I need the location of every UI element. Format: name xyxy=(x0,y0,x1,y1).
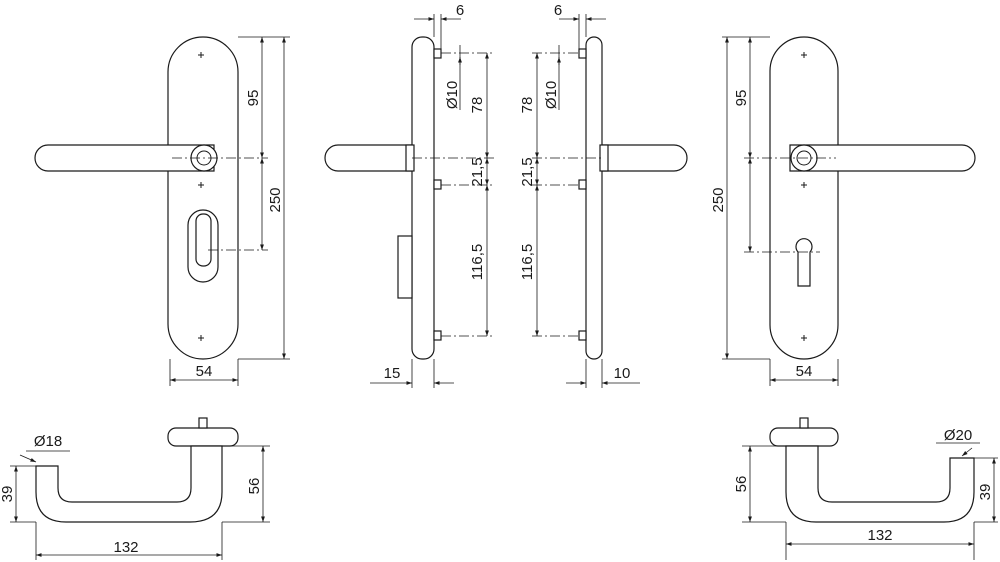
dim-height: 56 xyxy=(733,476,750,493)
dim-thick: 10 xyxy=(614,365,631,382)
dim-thick: 15 xyxy=(384,365,401,382)
rose-top xyxy=(167,427,239,447)
lever-handle xyxy=(34,144,215,172)
dim-top: 6 xyxy=(554,2,562,19)
dim-height: 56 xyxy=(246,478,263,495)
dim-a: 78 xyxy=(519,97,536,114)
lever-u-shape xyxy=(785,445,975,523)
front-view-left: 54 95 250 xyxy=(34,36,290,386)
lock-box xyxy=(397,235,413,299)
dim-upper: 95 xyxy=(245,90,262,107)
cylinder-insert xyxy=(195,213,212,267)
spindle-top xyxy=(198,417,208,429)
screw-heads xyxy=(578,48,587,341)
dim-dia: Ø18 xyxy=(34,433,62,450)
escutcheon-plate xyxy=(167,36,239,360)
front-view-right: 54 95 250 xyxy=(710,36,976,386)
side-view-right: 6 Ø10 78 21,5 116,5 10 xyxy=(519,2,688,388)
dim-hole: Ø10 xyxy=(444,81,461,109)
lever-side xyxy=(601,144,688,172)
dim-a: 78 xyxy=(469,97,486,114)
dim-b: 21,5 xyxy=(519,157,536,186)
handle-top-view-right: Ø20 39 56 132 xyxy=(733,417,998,560)
escutcheon-plate xyxy=(769,36,839,360)
dim-top: 6 xyxy=(456,2,464,19)
plate-side xyxy=(411,36,435,360)
screw-marks xyxy=(198,52,204,341)
lever-side xyxy=(324,144,413,172)
dim-drop: 39 xyxy=(0,486,16,503)
dim-hole: Ø10 xyxy=(543,81,560,109)
lever-handle xyxy=(789,144,976,172)
side-view-left: 6 Ø10 78 21,5 116,5 15 xyxy=(324,2,495,388)
dim-width: 54 xyxy=(796,363,813,380)
dim-c: 116,5 xyxy=(469,244,486,280)
dim-c: 116,5 xyxy=(519,244,536,280)
dim-length: 132 xyxy=(113,539,138,556)
rose-top xyxy=(769,427,839,447)
dim-dia: Ø20 xyxy=(944,427,972,444)
dim-width: 54 xyxy=(196,363,213,380)
dim-total: 250 xyxy=(710,187,727,212)
handle-top-view-left: Ø18 39 56 132 xyxy=(0,417,270,560)
dim-upper: 95 xyxy=(733,90,750,107)
dim-drop: 39 xyxy=(977,484,994,501)
screw-marks xyxy=(801,52,807,341)
dim-total: 250 xyxy=(267,187,284,212)
rose-side xyxy=(599,144,609,172)
spindle-top xyxy=(799,417,809,429)
screw-heads xyxy=(433,48,442,341)
plate-side xyxy=(585,36,603,360)
cylinder-keyhole xyxy=(795,238,813,287)
lever-u-shape xyxy=(35,445,223,523)
dim-b: 21,5 xyxy=(469,157,486,186)
dim-length: 132 xyxy=(867,527,892,544)
